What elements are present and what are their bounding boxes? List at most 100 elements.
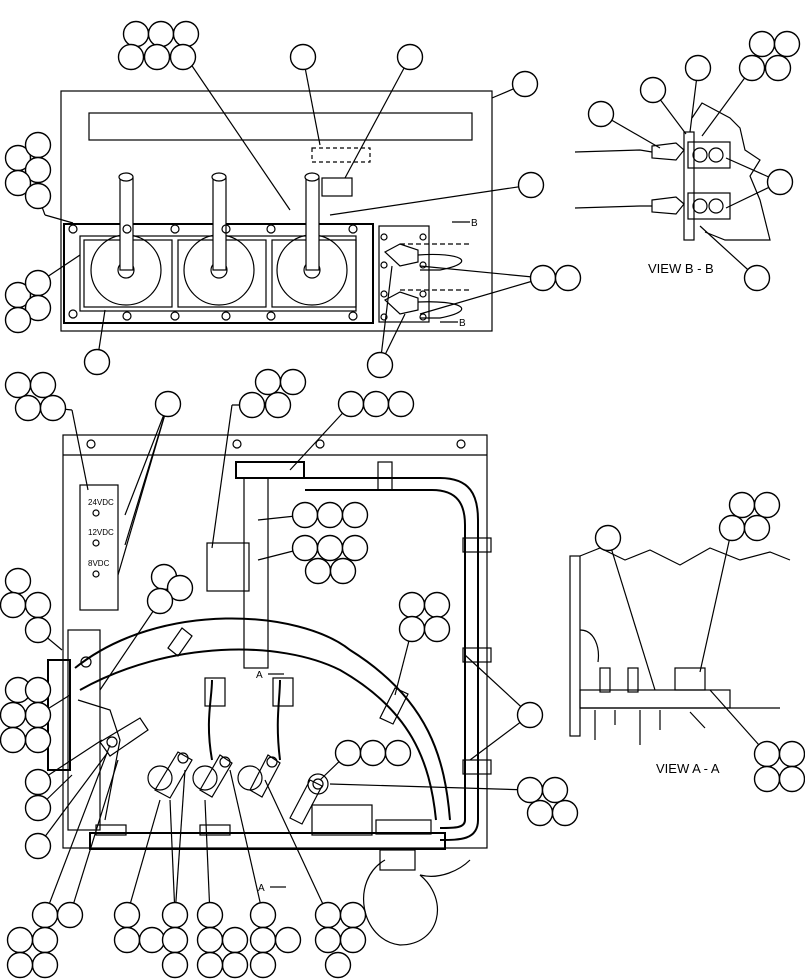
callout-bubble-b5-1 (249, 901, 277, 929)
callout-bubble-m14-2 (541, 776, 569, 804)
callout-bubble-t6-1 (517, 171, 545, 199)
callout-bubble-t13-3 (738, 54, 766, 82)
callout-bubble-b6-1 (314, 901, 342, 929)
callout-bubble-b6-5 (324, 951, 352, 979)
callout-bubble-m9-3 (398, 615, 426, 643)
callout-bubble-m1-3 (14, 394, 42, 422)
marker-a-upper: A (256, 670, 263, 681)
callout-bubble-b5-4 (249, 951, 277, 979)
label-24vdc: 24VDC (88, 498, 114, 507)
callout-bubble-r2-4 (743, 514, 771, 542)
callout-bubble-m2-1 (154, 390, 182, 418)
callout-bubble-m6-3 (341, 534, 369, 562)
callout-bubble-m7-2 (166, 574, 194, 602)
callout-bubble-m13-3 (24, 832, 52, 860)
callout-bubble-t14-1 (587, 100, 615, 128)
callout-bubble-t5-4 (4, 169, 32, 197)
callout-bubble-m6-4 (304, 557, 332, 585)
callout-bubble-b4-1 (196, 901, 224, 929)
callout-bubble-m3-4 (264, 391, 292, 419)
callout-bubble-t1-5 (143, 43, 171, 71)
callout-bubble-m12-1 (516, 701, 544, 729)
callout-bubble-m4-2 (362, 390, 390, 418)
callout-bubble-t8-1 (529, 264, 557, 292)
callout-bubble-m9-4 (423, 615, 451, 643)
callout-bubble-t5-2 (24, 131, 52, 159)
callout-bubble-m5-1 (291, 501, 319, 529)
view-aa: VIEW A - A (569, 527, 791, 776)
callout-bubble-m6-2 (316, 534, 344, 562)
callout-bubble-m11-3 (384, 739, 412, 767)
callout-bubble-t1-6 (169, 43, 197, 71)
top-panel-view: B B (37, 56, 544, 366)
callout-bubble-t13-2 (773, 30, 801, 58)
callout-bubble-b1-6 (6, 951, 34, 979)
marker-a-lower: A (258, 883, 265, 894)
callout-bubble-m8-3 (24, 591, 52, 619)
callout-bubble-t3-1 (396, 43, 424, 71)
callout-bubble-b1-2 (56, 901, 84, 929)
view-bb-label: VIEW B - B (648, 261, 714, 276)
callout-bubble-r2-1 (728, 491, 756, 519)
callout-bubble-m5-2 (316, 501, 344, 529)
callout-bubble-t4-1 (511, 70, 539, 98)
callout-bubble-m1-4 (39, 394, 67, 422)
callout-bubble-b5-2 (249, 926, 277, 954)
callout-bubble-m11-1 (334, 739, 362, 767)
callout-bubble-t1-4 (117, 43, 145, 71)
marker-b-bottom: B (459, 318, 466, 329)
callout-bubble-b6-4 (339, 926, 367, 954)
callout-bubble-m11-2 (359, 739, 387, 767)
callout-bubble-t7-4 (4, 306, 32, 334)
callout-bubble-b4-5 (196, 951, 224, 979)
view-bb: VIEW B - B (574, 67, 781, 279)
callout-bubble-b2-2 (113, 926, 141, 954)
callout-bubble-b6-2 (339, 901, 367, 929)
callout-bubble-t12-1 (684, 54, 712, 82)
callout-bubble-m10-5 (24, 726, 52, 754)
callout-bubble-m13-2 (24, 794, 52, 822)
view-aa-label: VIEW A - A (656, 761, 720, 776)
callout-bubble-t7-2 (24, 269, 52, 297)
callout-bubble-m4-1 (337, 390, 365, 418)
callout-bubble-t5-5 (24, 182, 52, 210)
callout-bubble-r3-3 (753, 765, 781, 793)
callout-bubble-m1-1 (4, 371, 32, 399)
callout-bubble-m9-2 (423, 591, 451, 619)
callout-bubble-m5-3 (341, 501, 369, 529)
callout-bubble-m3-1 (254, 368, 282, 396)
callout-bubble-t5-3 (24, 156, 52, 184)
callout-bubble-m10-3 (24, 701, 52, 729)
callout-bubble-m6-5 (329, 557, 357, 585)
callout-bubble-t7-3 (24, 294, 52, 322)
callout-bubble-r2-2 (753, 491, 781, 519)
callout-bubble-m8-4 (24, 616, 52, 644)
callout-bubble-b1-4 (6, 926, 34, 954)
marker-b-top: B (471, 218, 478, 229)
callout-bubble-b3-3 (161, 951, 189, 979)
callout-bubble-b4-4 (221, 951, 249, 979)
callout-bubble-t13-1 (748, 30, 776, 58)
callout-bubble-m14-4 (551, 799, 579, 827)
callout-bubble-r2-3 (718, 514, 746, 542)
callout-bubble-r3-1 (753, 740, 781, 768)
callout-bubble-t9-1 (83, 348, 111, 376)
callout-bubble-b3-2 (161, 926, 189, 954)
callout-bubble-m6-1 (291, 534, 319, 562)
callout-bubble-t1-3 (172, 20, 200, 48)
callout-bubble-m1-2 (29, 371, 57, 399)
callout-bubble-r3-2 (778, 740, 805, 768)
callout-bubble-m8-1 (4, 567, 32, 595)
callout-bubble-t10-1 (366, 351, 394, 379)
callout-bubble-t15-1 (766, 168, 794, 196)
callout-bubble-m3-3 (238, 391, 266, 419)
callout-bubble-r3-4 (778, 765, 805, 793)
callout-bubble-m10-2 (24, 676, 52, 704)
callout-bubble-b1-1 (31, 901, 59, 929)
callout-bubble-b2-1 (113, 901, 141, 929)
callout-bubble-m8-2 (0, 591, 27, 619)
callout-bubble-b1-3 (31, 926, 59, 954)
callout-bubble-m7-3 (146, 587, 174, 615)
callout-bubble-t1-1 (122, 20, 150, 48)
